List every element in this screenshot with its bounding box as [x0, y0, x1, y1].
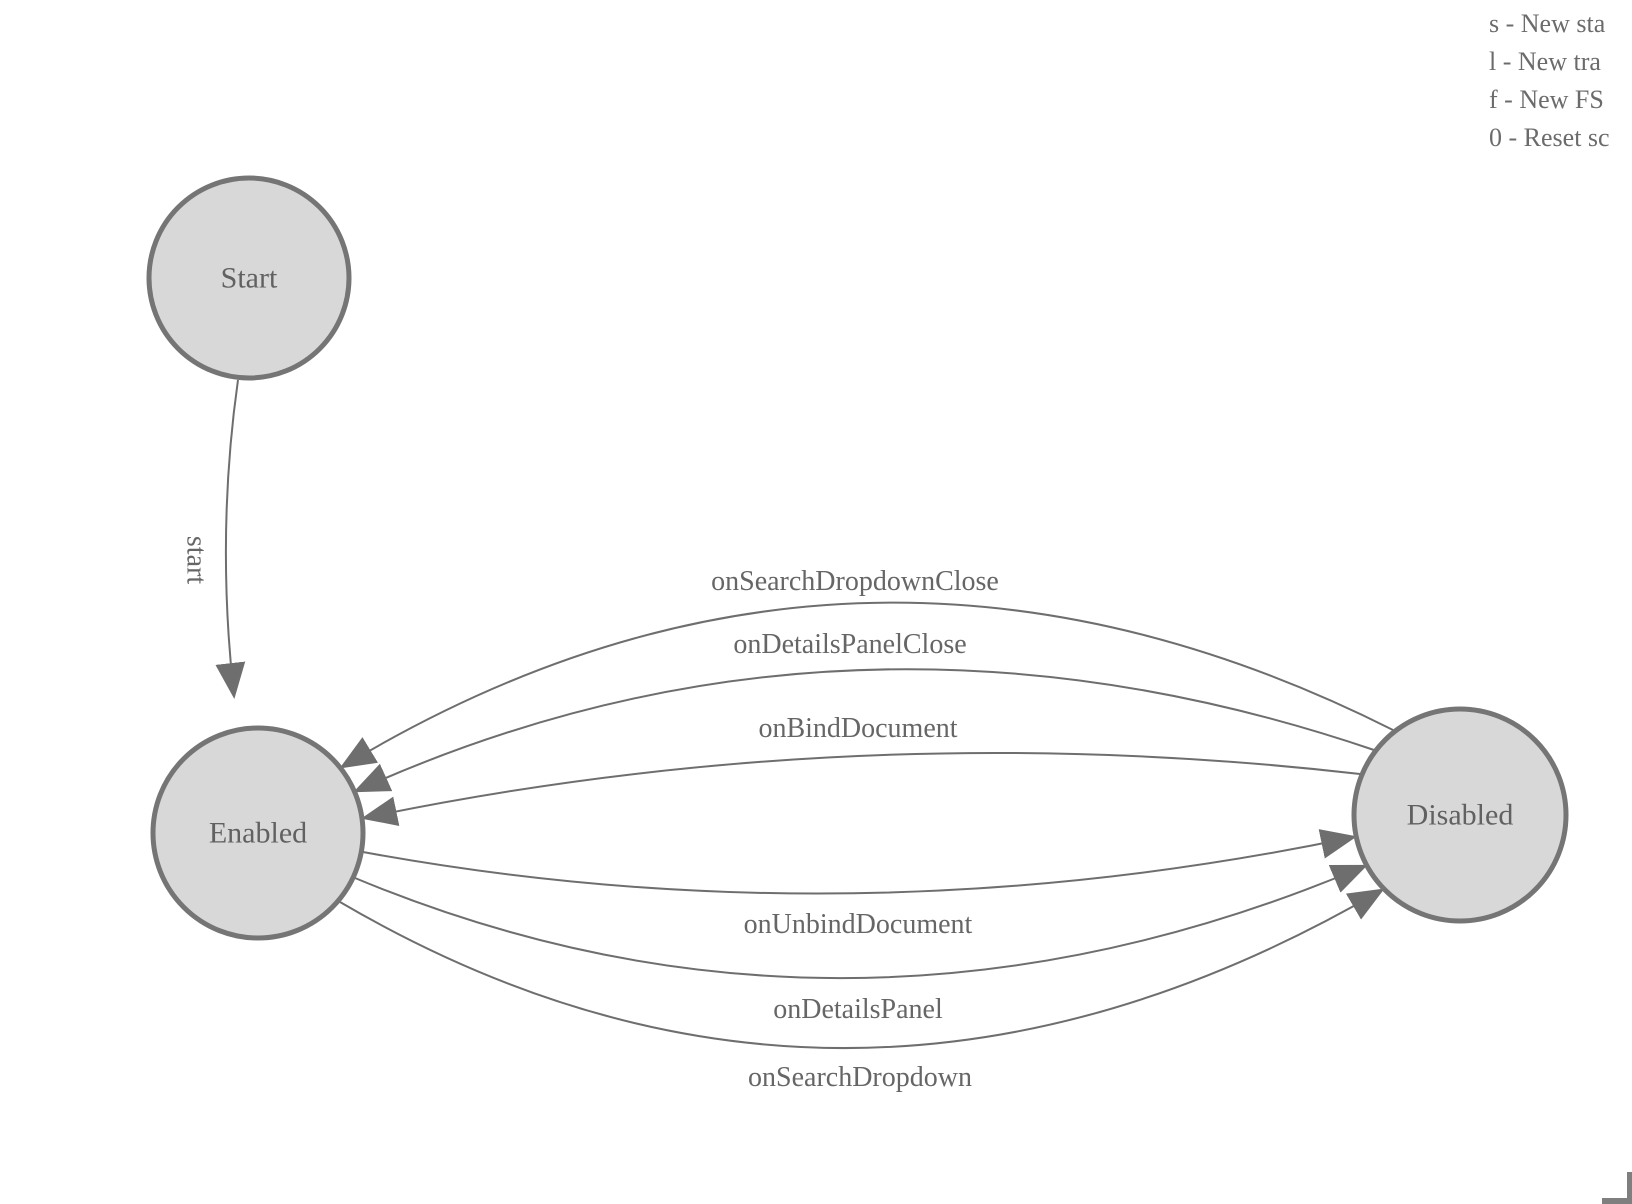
shortcuts-legend: s - New sta l - New tra f - New FS 0 - R…	[1489, 5, 1610, 157]
edge-enabled-to-disabled-ondetailspanel[interactable]	[354, 864, 1368, 980]
shortcut-new-state: s - New sta	[1489, 9, 1606, 38]
state-node-enabled[interactable]: Enabled	[150, 725, 366, 941]
state-label-enabled: Enabled	[209, 817, 307, 850]
state-nodes: Start Enabled Disabled	[146, 175, 1569, 941]
shortcut-new-transition: l - New tra	[1489, 47, 1601, 76]
transition-edges	[215, 379, 1394, 1049]
edge-disabled-to-enabled-onbinddocument[interactable]	[361, 752, 1361, 826]
edge-disabled-to-enabled-ondetailspanelclose[interactable]	[353, 668, 1375, 793]
state-node-disabled[interactable]: Disabled	[1351, 706, 1569, 924]
edge-label-ondetailspanel[interactable]: onDetailsPanel	[773, 994, 943, 1025]
edge-start-to-enabled[interactable]	[215, 379, 246, 699]
shortcut-reset: 0 - Reset sc	[1489, 123, 1610, 152]
canvas-corner-marker	[1602, 1172, 1632, 1204]
edge-label-onsearchdropdown[interactable]: onSearchDropdown	[748, 1062, 972, 1093]
edge-label-ondetailspanelclose[interactable]: onDetailsPanelClose	[733, 629, 966, 660]
state-circle-disabled	[1351, 706, 1569, 924]
edge-label-onbinddocument[interactable]: onBindDocument	[758, 713, 957, 744]
state-circle-start	[146, 175, 352, 381]
state-label-start: Start	[221, 262, 278, 295]
edge-label-onsearchdropdownclose[interactable]: onSearchDropdownClose	[711, 566, 999, 597]
edge-label-onunbinddocument[interactable]: onUnbindDocument	[744, 909, 973, 940]
state-circle-enabled	[150, 725, 366, 941]
shortcut-new-fsm: f - New FS	[1489, 85, 1604, 114]
edge-enabled-to-disabled-onsearchdropdown[interactable]	[339, 888, 1385, 1049]
edge-enabled-to-disabled-onunbinddocument[interactable]	[362, 829, 1357, 895]
edge-disabled-to-enabled-onsearchdropdownclose[interactable]	[339, 601, 1394, 769]
edge-label-start[interactable]: start	[181, 536, 212, 584]
edge-labels: start onSearchDropdownClose onDetailsPan…	[181, 536, 999, 1093]
state-node-start[interactable]: Start	[146, 175, 352, 381]
state-label-disabled: Disabled	[1407, 799, 1514, 832]
